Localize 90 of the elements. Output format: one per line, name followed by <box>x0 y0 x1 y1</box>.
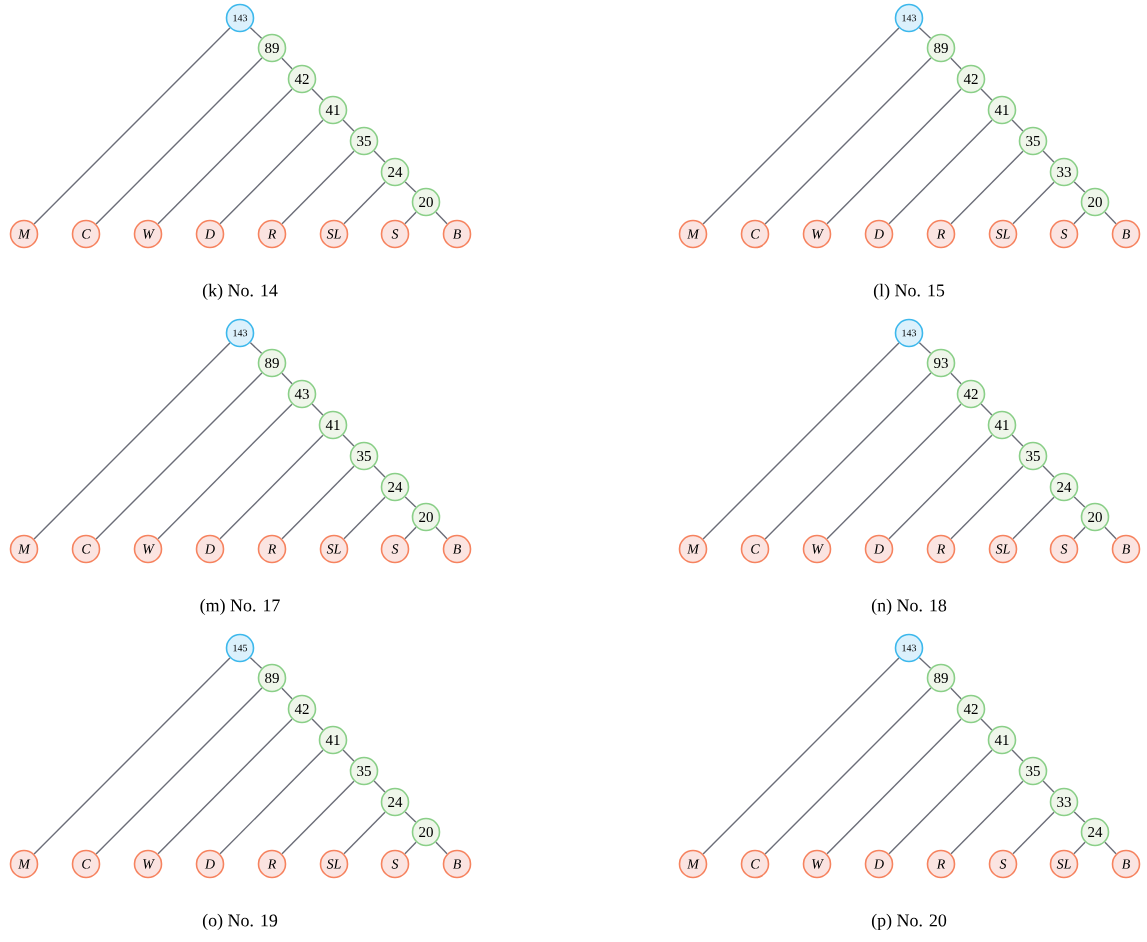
tree-edge <box>249 342 263 354</box>
tree-edge <box>1011 119 1024 132</box>
tree-edge <box>950 57 962 70</box>
tree-edge <box>702 27 900 225</box>
tree-edge <box>281 372 293 385</box>
panel-caption: (n) No. 18 <box>871 598 947 616</box>
tree-edge <box>342 434 355 447</box>
tree-edge <box>342 119 355 132</box>
tree-edge <box>343 496 386 540</box>
tree-edge <box>404 811 417 823</box>
tree-edge <box>1012 181 1055 225</box>
tree-edge <box>281 150 355 225</box>
tree-edge <box>1011 434 1024 447</box>
panel-caption: (o) No. 19 <box>202 913 278 931</box>
tree-edge <box>980 403 993 416</box>
tree-edge <box>1012 811 1055 855</box>
tree-edge <box>157 88 293 225</box>
tree-edge <box>95 687 263 855</box>
tree-edge <box>435 526 448 540</box>
tree-edge <box>1104 211 1117 225</box>
tree-edge <box>157 718 293 855</box>
tree-edge <box>281 780 355 855</box>
tree-edge <box>404 211 417 225</box>
tree-edge <box>1073 841 1086 855</box>
tree-edge <box>1073 526 1086 540</box>
tree-edge <box>888 119 993 225</box>
tree-edge <box>1073 811 1086 823</box>
tree-edge <box>702 657 900 855</box>
tree-edge <box>249 27 263 39</box>
tree-edge <box>373 465 386 478</box>
panel-caption: (k) No. 14 <box>202 283 278 301</box>
tree-edge <box>918 342 932 354</box>
tree-edge <box>764 687 932 855</box>
tree-edge <box>157 403 293 540</box>
tree-edge <box>826 403 962 540</box>
tree-edge <box>1073 181 1086 193</box>
tree-edge <box>95 372 263 540</box>
tree-edge <box>1104 841 1117 855</box>
tree-edge <box>950 465 1024 540</box>
tree-edge <box>1042 780 1055 793</box>
tree-edge <box>1073 211 1086 225</box>
tree-edge <box>373 150 386 163</box>
tree-edge <box>404 526 417 540</box>
tree-edge <box>33 27 231 225</box>
tree-edge <box>1073 496 1086 508</box>
tree-edge <box>764 372 932 540</box>
tree-edge <box>343 181 386 225</box>
tree-edge <box>249 657 263 669</box>
tree-edge <box>1104 526 1117 540</box>
tree-edge <box>281 687 293 700</box>
tree-edge <box>918 27 932 39</box>
tree-edge <box>435 841 448 855</box>
tree-edge <box>1012 496 1055 540</box>
tree-edge <box>888 434 993 540</box>
panel-caption: (m) No. 17 <box>200 598 280 616</box>
tree-edge <box>219 434 324 540</box>
tree-edge <box>311 403 324 416</box>
tree-edge <box>33 657 231 855</box>
tree-edge <box>281 57 293 70</box>
tree-edge <box>702 342 900 540</box>
tree-edge <box>342 749 355 762</box>
tree-edge <box>33 342 231 540</box>
tree-edge <box>950 780 1024 855</box>
tree-edge <box>1042 465 1055 478</box>
tree-edge <box>373 780 386 793</box>
tree-edge <box>435 211 448 225</box>
tree-edge <box>404 496 417 508</box>
tree-edge <box>980 88 993 101</box>
tree-edge <box>918 657 932 669</box>
tree-edge <box>404 841 417 855</box>
tree-edge <box>980 718 993 731</box>
panel-caption: (p) No. 20 <box>871 913 947 931</box>
tree-edge <box>888 749 993 855</box>
tree-edge <box>826 718 962 855</box>
tree-edge <box>950 372 962 385</box>
tree-edge <box>311 718 324 731</box>
tree-edge <box>343 811 386 855</box>
tree-edge <box>764 57 932 225</box>
panel-caption: (l) No. 15 <box>873 283 945 301</box>
tree-edge <box>404 181 417 193</box>
tree-edge <box>281 465 355 540</box>
tree-edge <box>311 88 324 101</box>
tree-edge <box>950 687 962 700</box>
tree-edge <box>826 88 962 225</box>
tree-edge <box>1011 749 1024 762</box>
tree-edge <box>95 57 263 225</box>
tree-edge <box>950 150 1024 225</box>
tree-edge <box>219 119 324 225</box>
tree-edge <box>219 749 324 855</box>
tree-edge <box>1042 150 1055 163</box>
